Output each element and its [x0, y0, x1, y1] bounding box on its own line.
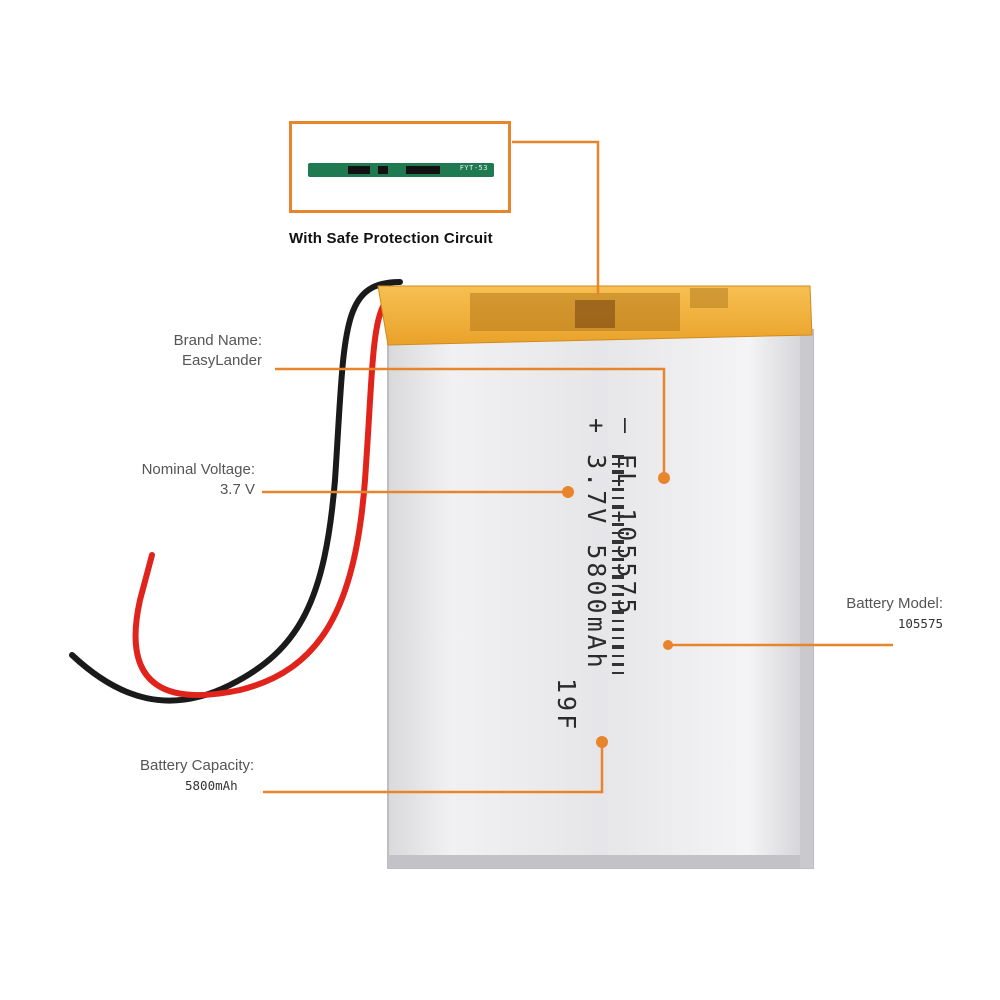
barcode-strip: [612, 455, 624, 674]
battery-print-line2: + 3.7V 5800mAh: [582, 418, 611, 671]
capacity-label-title: Battery Capacity:: [140, 757, 255, 774]
callout-dots: [562, 472, 673, 748]
model-label: Battery Model: 105575: [808, 594, 943, 634]
protection-circuit-inset: FYT-53: [289, 121, 511, 213]
inset-caption: With Safe Protection Circuit: [289, 230, 493, 247]
model-dot: [663, 640, 673, 650]
voltage-label-title: Nominal Voltage:: [141, 461, 255, 478]
voltage-label-value: 3.7 V: [219, 481, 255, 498]
battery-print-line3: 19F: [552, 678, 581, 732]
battery-print-line1: — EL 105575: [612, 418, 641, 617]
brand-dot: [658, 472, 670, 484]
pcb-marking: FYT-53: [459, 164, 488, 172]
pcb-chip: [378, 166, 388, 174]
brand-callout-line: [275, 367, 666, 475]
capacity-label: Battery Capacity: 5800mAh: [100, 756, 280, 796]
black-wire: [69, 279, 403, 704]
callout-lines: [262, 140, 893, 794]
protection-pcb: FYT-53: [308, 163, 494, 177]
capacity-callout-line: [263, 742, 604, 794]
voltage-label: Nominal Voltage: 3.7 V: [100, 460, 255, 500]
model-label-value: 105575: [897, 616, 943, 631]
model-label-title: Battery Model:: [846, 595, 943, 612]
brand-label-value: EasyLander: [181, 352, 262, 369]
pcb-chip: [406, 166, 440, 174]
brand-label-title: Brand Name:: [173, 332, 262, 349]
pcb-chip: [348, 166, 370, 174]
capacity-label-value: 5800mAh: [185, 778, 238, 793]
voltage-dot: [562, 486, 574, 498]
inset-callout-line: [512, 140, 600, 295]
red-wire: [132, 287, 408, 699]
battery-body: [387, 329, 814, 869]
brand-label: Brand Name: EasyLander: [150, 331, 262, 371]
capacity-dot: [596, 736, 608, 748]
